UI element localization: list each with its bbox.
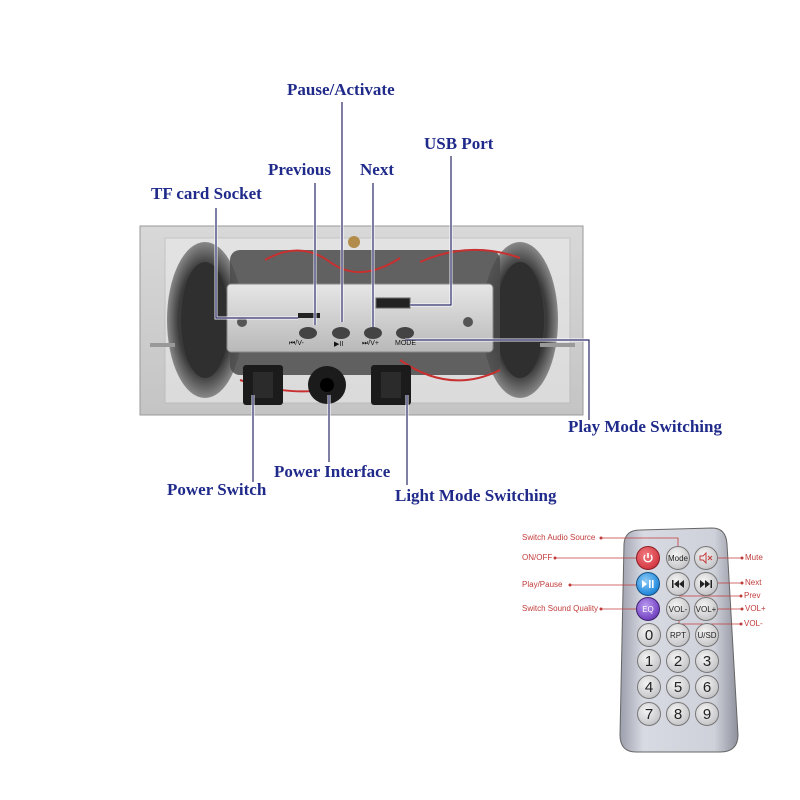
remote-prev-button[interactable] [666,572,690,596]
remote-digit-2-label: 2 [673,652,683,670]
callout-play-mode-switching: Play Mode Switching [568,417,722,436]
remote-rpt-button[interactable]: RPT [666,623,690,647]
remote-digit-0[interactable]: 0 [637,623,661,647]
remote-digit-4-label: 4 [644,678,654,696]
remote-label-mute: Mute [745,553,763,562]
remote-digit-3[interactable]: 3 [695,649,719,673]
remote-digit-6-label: 6 [702,678,712,696]
callout-next: Next [360,160,394,179]
panel-label-play: ▶II [334,341,344,348]
remote-next-button[interactable] [694,572,718,596]
callout-previous: Previous [268,160,331,179]
remote-digit-5-label: 5 [673,678,683,696]
callout-light-mode-switching: Light Mode Switching [395,486,557,505]
remote-digit-1-label: 1 [644,652,654,670]
mute-icon [699,552,713,564]
remote-vol-minus-button[interactable]: VOL- [666,597,690,621]
remote-digit-1[interactable]: 1 [637,649,661,673]
callout-tf-card-socket: TF card Socket [151,184,262,203]
previous-icon [672,580,684,588]
play-pause-icon [642,580,654,588]
remote-label-on-off: ON/OFF [522,553,553,562]
remote-eq-label: EQ [642,604,654,614]
power-icon [643,553,653,563]
remote-vol-minus-label: VOL- [668,604,688,614]
remote-digit-6[interactable]: 6 [695,675,719,699]
remote-digit-4[interactable]: 4 [637,675,661,699]
callout-usb-port: USB Port [424,134,494,153]
remote-label-switch-sound-quality: Switch Sound Quality [522,604,599,613]
remote-play-pause-button[interactable] [636,572,660,596]
remote-label-switch-audio-source: Switch Audio Source [522,533,596,542]
panel-label-prev-vol: ⏮/V- [289,340,304,347]
remote-vol-plus-label: VOL+ [695,604,717,614]
remote-digit-7-label: 7 [644,705,654,723]
remote-power-button[interactable] [636,546,660,570]
callout-pause-activate: Pause/Activate [287,80,395,99]
callout-power-switch: Power Switch [167,480,267,499]
remote-digit-5[interactable]: 5 [666,675,690,699]
panel-label-next-vol: ⏭/V+ [362,340,380,347]
remote-digit-3-label: 3 [702,652,712,670]
remote-vol-plus-button[interactable]: VOL+ [694,597,718,621]
remote-mode-label: Mode [667,553,688,563]
remote-label-play-pause: Play/Pause [522,580,563,589]
remote-label-vol-plus: VOL+ [745,604,766,613]
remote-digit-8[interactable]: 8 [666,702,690,726]
remote-usd-button[interactable]: U/SD [695,623,719,647]
tf-card-slot [298,313,320,318]
remote-digit-9[interactable]: 9 [695,702,719,726]
remote-label-prev: Prev [744,591,761,600]
remote-digit-0-label: 0 [644,626,654,644]
remote-mute-button[interactable] [694,546,718,570]
remote-label-next: Next [745,578,762,587]
remote-eq-button[interactable]: EQ [636,597,660,621]
next-icon [700,580,712,588]
remote-usd-label: U/SD [697,630,717,640]
remote-mode-button[interactable]: Mode [666,546,690,570]
remote-digit-7[interactable]: 7 [637,702,661,726]
remote-digit-8-label: 8 [673,705,683,723]
usb-port [375,297,411,309]
remote-digit-2[interactable]: 2 [666,649,690,673]
callout-power-interface: Power Interface [274,462,391,481]
remote-label-vol-minus: VOL- [744,619,763,628]
panel-label-mode: MODE [395,340,416,347]
remote-digit-9-label: 9 [702,705,712,723]
remote-rpt-label: RPT [670,630,686,640]
